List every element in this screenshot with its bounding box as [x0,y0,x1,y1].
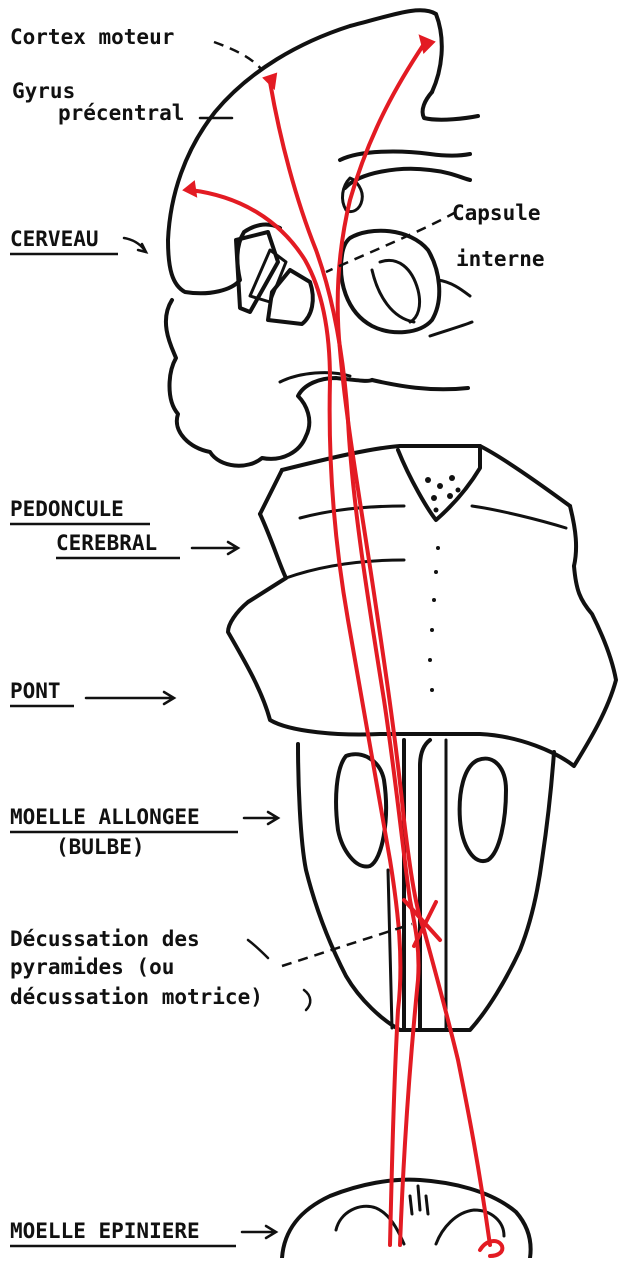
brainstem [228,446,616,1030]
midbrain-top [372,380,468,389]
leader-decussation-hook [248,940,268,958]
leader-cortex-moteur [214,42,262,70]
medulla-vertical-1 [388,870,392,1028]
label-capsule: Capsule [452,201,541,225]
label-interne: interne [456,247,545,271]
peduncle-left [260,470,282,514]
anterior-fissure [410,1186,428,1214]
globus-pallidus [268,270,313,324]
thalamus [341,231,439,333]
peduncle-top [282,446,570,506]
peduncle-right [570,506,576,566]
spinal-cord-outline [282,1180,531,1258]
leader-pont [86,692,174,704]
peduncle-inner-line-2 [472,506,566,528]
label-moelle-allongee: MOELLE ALLONGEE [10,805,200,829]
leader-moelle-epiniere [242,1226,276,1238]
thalamus-inner [372,270,414,322]
temporal-lobe [166,300,372,466]
leader-decussation-bracket [304,990,310,1010]
grey-matter-right [436,1210,504,1244]
sulcus-line [423,92,478,120]
pons-top-line [286,560,404,578]
leader-moelle-allongee [244,812,278,824]
right-edge-2 [430,322,472,336]
right-edge-1 [438,280,470,296]
corpus-callosum [340,152,470,160]
labels: Cortex moteur Gyrus précentral CERVEAU C… [10,25,545,1246]
label-moelle-epiniere: MOELLE EPINIERE [10,1219,200,1243]
label-pont: PONT [10,679,61,703]
label-gyrus: Gyrus [12,79,75,103]
tract-from-lateral-cortex [190,190,400,1245]
pons-outline [228,566,616,766]
label-bulbe: (BULBE) [56,835,145,859]
label-decussation-2: pyramides (ou [10,955,174,979]
upper-ventricle [345,169,470,188]
thalamus-inner-2 [380,260,420,322]
label-cerveau: CERVEAU [10,227,99,251]
leader-pedoncule [192,542,238,554]
right-olive [460,759,506,861]
arrowhead-left [184,182,196,196]
label-decussation-1: Décussation des [10,927,200,951]
left-olive [336,754,386,866]
label-pedoncule: PEDONCULE [10,497,124,521]
leader-decussation [282,924,412,966]
label-precentral: précentral [58,101,184,125]
brain-hemisphere [166,10,478,465]
spinal-cord [282,1180,531,1258]
label-cortex-moteur: Cortex moteur [10,25,174,49]
label-decussation-3: décussation motrice) [10,985,263,1009]
peduncle-stipple [425,475,461,692]
peduncle-base [260,514,286,578]
leader-cerveau [124,238,146,252]
tract-terminal-loop [480,1241,502,1256]
medulla-median-right [420,740,430,1030]
grey-matter-left [336,1206,404,1244]
peduncle-inner-line [300,506,404,518]
label-cerebral: CEREBRAL [56,531,157,555]
tectum [398,446,480,520]
